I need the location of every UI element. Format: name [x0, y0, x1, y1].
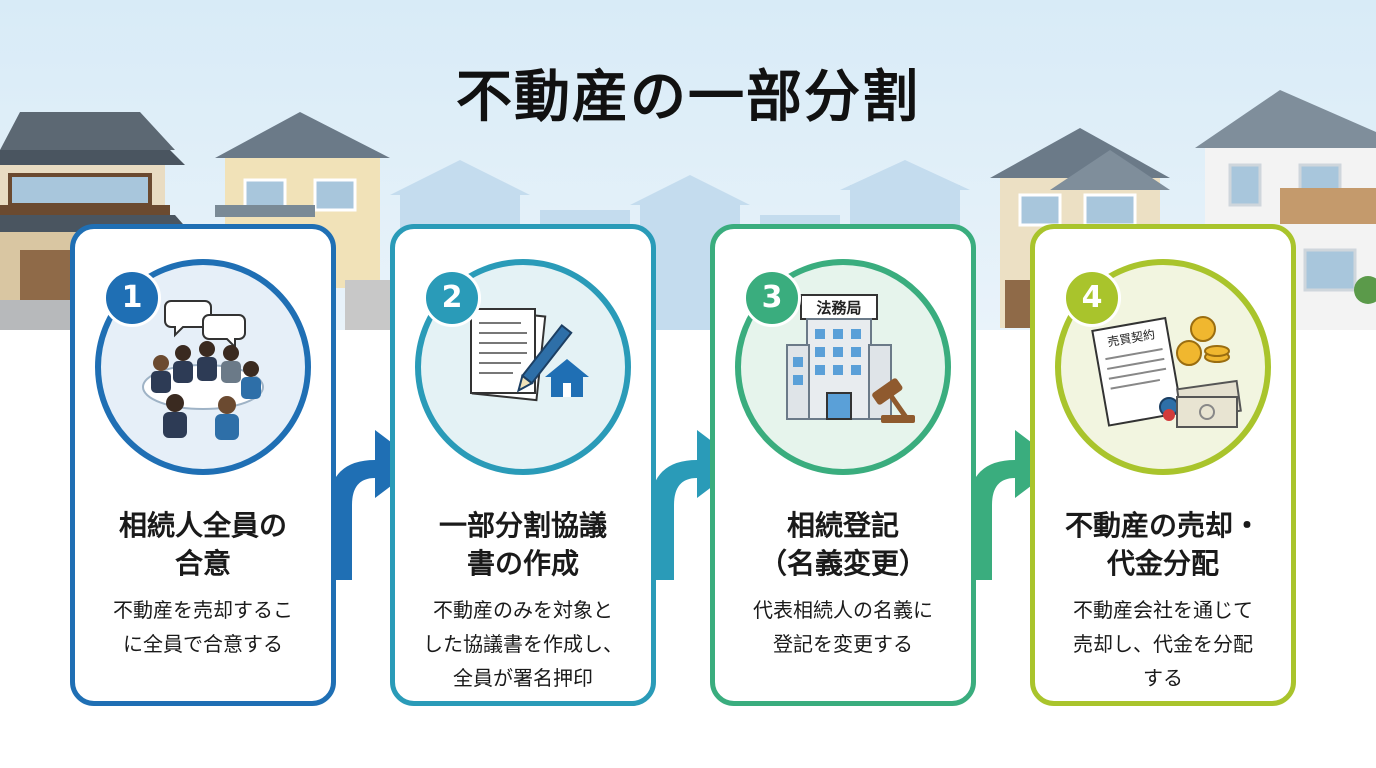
step-description: 不動産を売却するこ に全員で合意する: [113, 598, 293, 656]
document-pen-house-icon: [470, 308, 589, 402]
contract-money-icon: 売買契約: [1091, 316, 1242, 428]
step-description: 代表相続人の名義に 登記を変更する: [753, 598, 933, 656]
bureau-sign: 法務局: [816, 299, 861, 317]
step-card-1: 1 相続人全員の 合意 不動産を売却するこ に全員で合意する: [70, 224, 336, 706]
step-description: 不動産会社を通じて 売却し、代金を分配 する: [1073, 598, 1253, 690]
step-number-badge: 1: [103, 269, 161, 327]
page-title: 不動産の一部分割: [456, 65, 920, 130]
step-description: 不動産のみを対象と した協議書を作成し、 全員が署名押印: [423, 598, 623, 690]
step-title: 相続登記 （名義変更）: [758, 509, 927, 580]
step-card-2: 2 一部分割協議 書の作成 不動産のみを対象と した協議書を作成し、 全員が署名…: [390, 224, 656, 706]
step-4-illustration: 売買契約: [1055, 259, 1271, 475]
step-card-4: 売買契約 4 不動産の売却・ 代金分配 不動産会社を通じて 売却し、代金を分配 …: [1030, 224, 1296, 706]
step-title: 相続人全員の 合意: [118, 509, 287, 580]
step-title: 一部分割協議 書の作成: [438, 509, 607, 580]
step-card-3: 法務局 3 相続登記 （名義変更） 代表相続人の名義に 登記を変更する: [710, 224, 976, 706]
step-title: 不動産の売却・ 代金分配: [1064, 509, 1261, 580]
step-number-badge: 4: [1063, 269, 1121, 327]
meeting-icon: [142, 300, 264, 440]
step-number-badge: 3: [743, 269, 801, 327]
step-number-badge: 2: [423, 269, 481, 327]
legal-affairs-bureau-icon: 法務局: [786, 294, 915, 423]
